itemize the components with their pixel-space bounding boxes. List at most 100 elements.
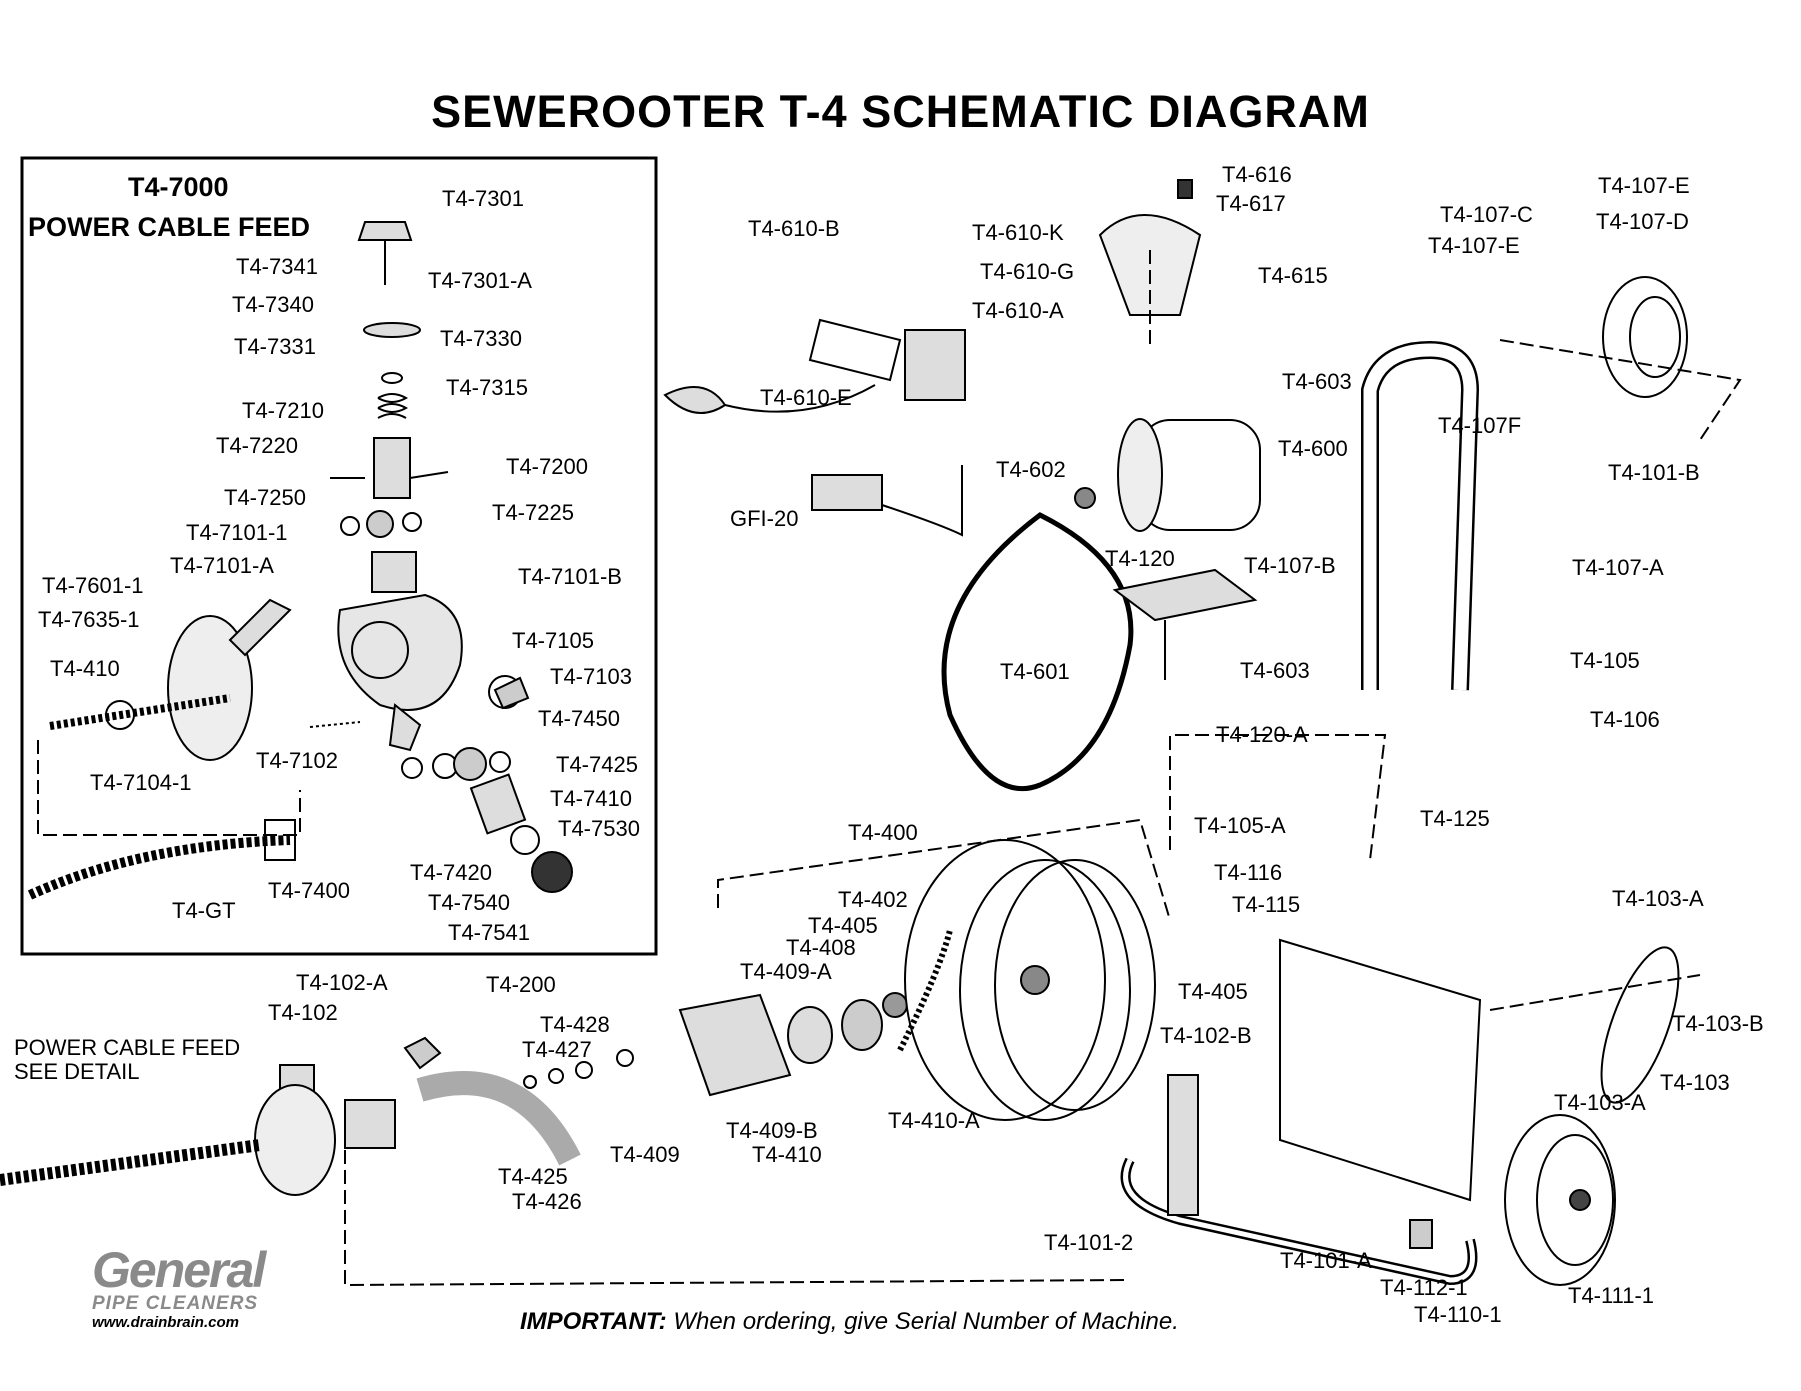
- part-label: T4-7331: [234, 334, 316, 359]
- ordering-note: IMPORTANT: When ordering, give Serial Nu…: [520, 1308, 1179, 1336]
- part-label: T4-103-A: [1612, 886, 1704, 911]
- part-label: T4-107-C: [1440, 202, 1533, 227]
- part-label: T4-601: [1000, 659, 1070, 684]
- part-label: GFI-20: [730, 506, 798, 531]
- part-label: T4-103-B: [1672, 1011, 1764, 1036]
- part-label: T4-102: [268, 1000, 338, 1025]
- part-label: T4-107-E: [1598, 173, 1690, 198]
- part-label: T4-426: [512, 1189, 582, 1214]
- part-label: T4-7425: [556, 752, 638, 777]
- part-label: T4-615: [1258, 263, 1328, 288]
- part-label: T4-400: [848, 820, 918, 845]
- part-label: T4-610-E: [760, 385, 852, 410]
- part-label: T4-101-A: [1280, 1248, 1372, 1273]
- logo-sub: PIPE CLEANERS: [92, 1293, 259, 1314]
- side-note-line1: POWER CABLE FEED: [14, 1035, 241, 1060]
- part-label: T4-7420: [410, 860, 492, 885]
- part-label: T4-115: [1232, 892, 1300, 917]
- part-label: T4-7315: [446, 375, 528, 400]
- part-label: T4-410: [50, 656, 120, 681]
- logo-url: www.drainbrain.com: [92, 1314, 239, 1331]
- part-label: T4-7410: [550, 786, 632, 811]
- part-label: T4-101-B: [1608, 460, 1700, 485]
- part-label: T4-7341: [236, 254, 318, 279]
- part-label: T4-7301-A: [428, 268, 532, 293]
- part-label: T4-427: [522, 1037, 592, 1062]
- part-label: T4-7101-A: [170, 553, 274, 578]
- part-label: T4-408: [786, 935, 856, 960]
- part-label: T4-106: [1590, 707, 1660, 732]
- part-label: T4-111-1: [1568, 1283, 1654, 1308]
- part-label: T4-7330: [440, 326, 522, 351]
- part-label: T4-116: [1214, 860, 1282, 885]
- important-label: IMPORTANT:: [520, 1308, 667, 1335]
- part-label: T4-107-A: [1572, 555, 1664, 580]
- part-label: T4-410-A: [888, 1108, 980, 1133]
- part-label: T4-610-A: [972, 298, 1064, 323]
- logo-brand: General: [92, 1242, 266, 1298]
- part-label: T4-7400: [268, 878, 350, 903]
- part-label: T4-7340: [232, 292, 314, 317]
- part-label: T4-425: [498, 1164, 568, 1189]
- part-label: T4-103: [1660, 1070, 1730, 1095]
- part-label: T4-409: [610, 1142, 680, 1167]
- part-label: T4-7540: [428, 890, 510, 915]
- part-label: T4-107-E: [1428, 233, 1520, 258]
- part-label: T4-610-K: [972, 220, 1064, 245]
- part-label: T4-105-A: [1194, 813, 1286, 838]
- part-label: T4-7450: [538, 706, 620, 731]
- part-label: T4-600: [1278, 436, 1348, 461]
- part-label: T4-7102: [256, 748, 338, 773]
- part-label: T4-610-B: [748, 216, 840, 241]
- part-label: T4-7103: [550, 664, 632, 689]
- part-label: T4-7101-B: [518, 564, 622, 589]
- part-label: T4-7601-1: [42, 573, 144, 598]
- part-label: T4-120: [1105, 546, 1175, 571]
- part-label: T4-7104-1: [90, 770, 192, 795]
- part-label: T4-616: [1222, 162, 1292, 187]
- part-label: T4-112-1: [1380, 1275, 1468, 1300]
- important-text: When ordering, give Serial Number of Mac…: [673, 1308, 1179, 1335]
- part-label: T4-428: [540, 1012, 610, 1037]
- part-label: T4-7301: [442, 186, 524, 211]
- part-label: T4-602: [996, 457, 1066, 482]
- part-label: T4-125: [1420, 806, 1490, 831]
- part-label: T4-107-B: [1244, 553, 1336, 578]
- part-label: T4-603: [1240, 658, 1310, 683]
- part-label: T4-410: [752, 1142, 822, 1167]
- drawing-parts: [0, 179, 1742, 1287]
- part-label: T4-7635-1: [38, 607, 140, 632]
- diagram-title: SEWEROOTER T-4 SCHEMATIC DIAGRAM: [431, 86, 1370, 137]
- part-label: T4-610-G: [980, 259, 1074, 284]
- part-label: T4-103-A: [1554, 1090, 1646, 1115]
- side-note-line2: SEE DETAIL: [14, 1059, 140, 1084]
- part-label: T4-7530: [558, 816, 640, 841]
- part-label: T4-405: [808, 913, 878, 938]
- part-label: T4-102-A: [296, 970, 388, 995]
- part-label: T4-409-B: [726, 1118, 818, 1143]
- part-label: T4-102-B: [1160, 1023, 1252, 1048]
- part-label: T4-402: [838, 887, 908, 912]
- side-note: POWER CABLE FEED SEE DETAIL: [14, 1036, 240, 1084]
- part-label: T4-617: [1216, 191, 1286, 216]
- company-logo: General PIPE CLEANERS www.drainbrain.com: [92, 1242, 282, 1332]
- part-label: T4-105: [1570, 648, 1640, 673]
- part-label: T4-120-A: [1216, 722, 1308, 747]
- detail-box-name: POWER CABLE FEED: [28, 212, 310, 242]
- part-label: T4-7210: [242, 398, 324, 423]
- part-label: T4-603: [1282, 369, 1352, 394]
- detail-box-border: [20, 156, 658, 956]
- part-label: T4-101-2: [1044, 1230, 1133, 1255]
- part-label: T4-7220: [216, 433, 298, 458]
- part-label: T4-107F: [1438, 413, 1521, 438]
- part-label: T4-405: [1178, 979, 1248, 1004]
- part-label: T4-7200: [506, 454, 588, 479]
- part-label: T4-409-A: [740, 959, 832, 984]
- part-label: T4-107-D: [1596, 209, 1689, 234]
- part-label: T4-7225: [492, 500, 574, 525]
- part-label: T4-110-1: [1414, 1302, 1502, 1327]
- detail-box-code: T4-7000: [128, 172, 229, 202]
- part-label: T4-7541: [448, 920, 530, 945]
